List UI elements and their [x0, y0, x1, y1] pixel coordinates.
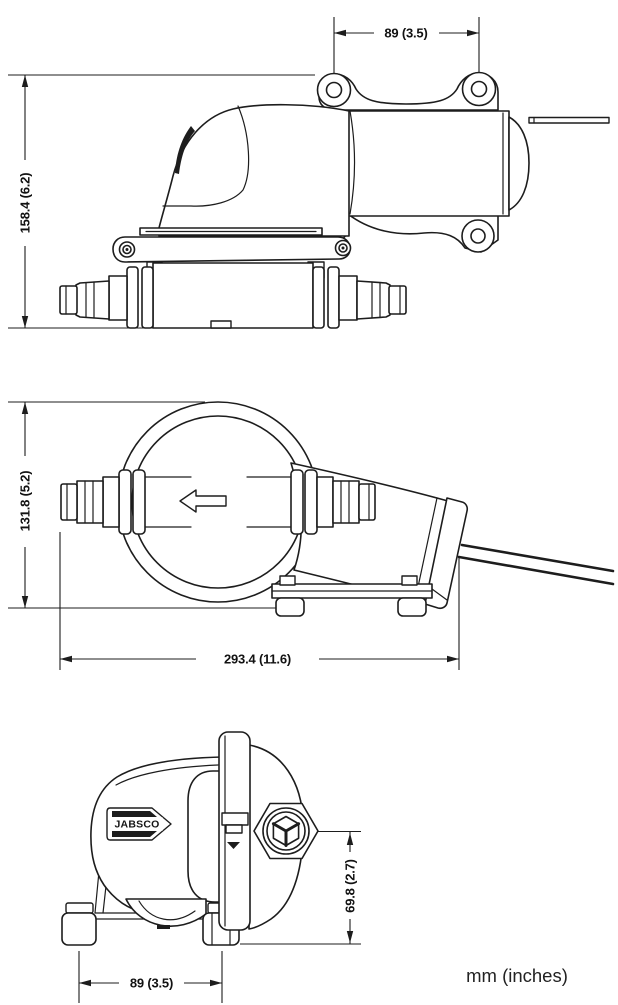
dim-arrow-up-icon — [346, 833, 354, 845]
hose-barb-right — [356, 280, 391, 320]
dim-arrow-down-icon — [21, 596, 29, 608]
front-dim-foot-spacing-label: 89 (3.5) — [130, 976, 173, 991]
front-dim-port-height: 69.8 (2.7) — [240, 830, 361, 945]
port-collar-right-top — [290, 469, 304, 535]
head-shadow-crescent — [175, 126, 195, 174]
flow-direction-arrow-icon — [179, 489, 227, 513]
hex-socket — [272, 815, 300, 847]
foot-right-top — [397, 597, 427, 617]
hose-barb-right-tip-top — [358, 483, 376, 521]
side-dim-overall-height-label: 158.4 (6.2) — [18, 173, 33, 234]
pump-body-front — [90, 756, 223, 929]
dim-arrow-right-icon — [467, 29, 479, 37]
dim-arrow-left-icon — [79, 979, 91, 987]
motor-body-side — [347, 110, 610, 217]
top-mounting-bracket — [316, 71, 499, 111]
port-collar-right — [312, 266, 325, 329]
dim-arrow-left-icon — [60, 655, 72, 663]
mounting-plate-front — [218, 731, 251, 931]
port-collar-left — [126, 266, 139, 329]
port-collar-left-top — [118, 469, 132, 535]
dim-arrow-down-icon — [21, 316, 29, 328]
hose-barb-left — [75, 280, 110, 320]
mounting-base-top — [271, 575, 448, 617]
top-dim-overall-length: 293.4 (11.6) — [59, 532, 460, 670]
front-view: JABSCO 69.8 (2.7) 89 (3.5) — [61, 731, 361, 1003]
top-dim-overall-width-label: 131.8 (5.2) — [18, 471, 33, 532]
pointer-wedge — [227, 842, 240, 849]
front-dim-foot-spacing: 89 (3.5) — [78, 951, 223, 1003]
discharge-port-front — [253, 802, 319, 860]
motor-end-cap-top — [424, 497, 469, 610]
hose-barb-left-tip — [59, 285, 78, 315]
jabsco-logo-text: JABSCO — [115, 819, 160, 831]
top-view: 131.8 (5.2) 293.4 (11.6) — [8, 401, 615, 670]
side-dim-mount-hole-spacing-label: 89 (3.5) — [384, 26, 427, 41]
jabsco-logo: JABSCO — [106, 807, 172, 841]
dim-arrow-right-icon — [447, 655, 459, 663]
hose-barb-right-tip — [388, 285, 407, 315]
units-note: mm (inches) — [466, 965, 568, 986]
motor-end-cap — [508, 116, 530, 211]
manifold-top — [60, 469, 376, 535]
dim-arrow-up-icon — [21, 75, 29, 87]
bell-housing — [125, 898, 207, 927]
dim-arrow-up-icon — [21, 402, 29, 414]
dim-arrow-left-icon — [334, 29, 346, 37]
front-dim-port-height-label: 69.8 (2.7) — [343, 859, 358, 913]
wire-leads — [457, 543, 615, 586]
hose-clamp-screw — [221, 812, 249, 826]
manifold-tube — [152, 262, 314, 329]
dim-arrow-right-icon — [210, 979, 222, 987]
mount-hole-right — [470, 80, 488, 98]
pump-head-side — [139, 103, 356, 237]
dim-arrow-down-icon — [346, 931, 354, 943]
side-dim-mount-hole-spacing: 89 (3.5) — [333, 17, 480, 76]
wire-lead — [528, 116, 610, 124]
foot-left-front — [61, 912, 97, 946]
hose-barb-left-top — [76, 480, 104, 524]
foot-left-top — [275, 597, 305, 617]
hose-barb-left-tip-top — [60, 483, 78, 521]
top-dim-overall-length-label: 293.4 (11.6) — [224, 652, 291, 667]
mount-hole-left — [325, 81, 343, 99]
manifold-side — [59, 261, 407, 329]
hose-barb-right-top — [332, 480, 360, 524]
clamp-bar — [112, 236, 352, 263]
side-view: 89 (3.5) 158.4 (6.2) — [8, 17, 610, 329]
top-dim-overall-width: 131.8 (5.2) — [8, 401, 280, 609]
mount-hole-lower — [470, 228, 486, 244]
